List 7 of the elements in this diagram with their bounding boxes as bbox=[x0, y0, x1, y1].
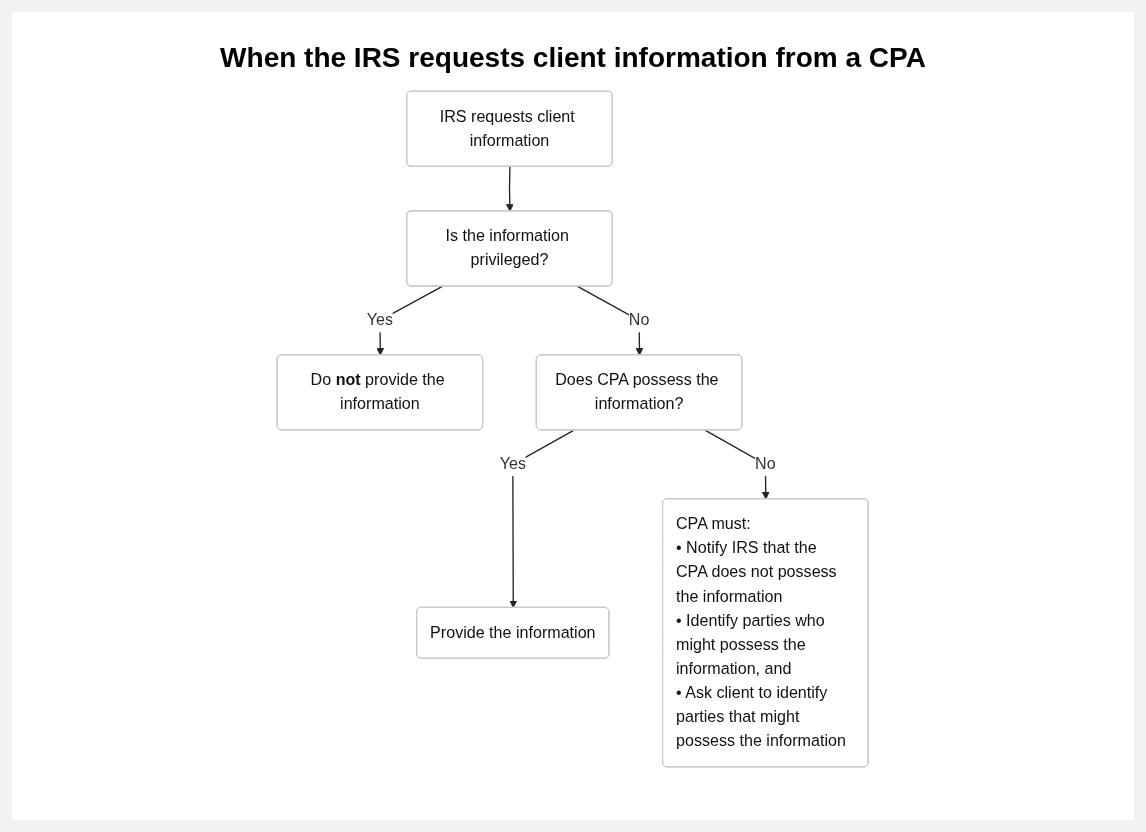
edge-label: Yes bbox=[500, 454, 527, 473]
edge-label: Yes bbox=[367, 311, 394, 329]
diagram-title: When the IRS requests client information from a CPA bbox=[220, 42, 926, 74]
arrow bbox=[509, 429, 575, 609]
edge-label: No bbox=[629, 311, 650, 329]
arrow bbox=[506, 166, 515, 212]
edge-label: No bbox=[755, 454, 777, 473]
